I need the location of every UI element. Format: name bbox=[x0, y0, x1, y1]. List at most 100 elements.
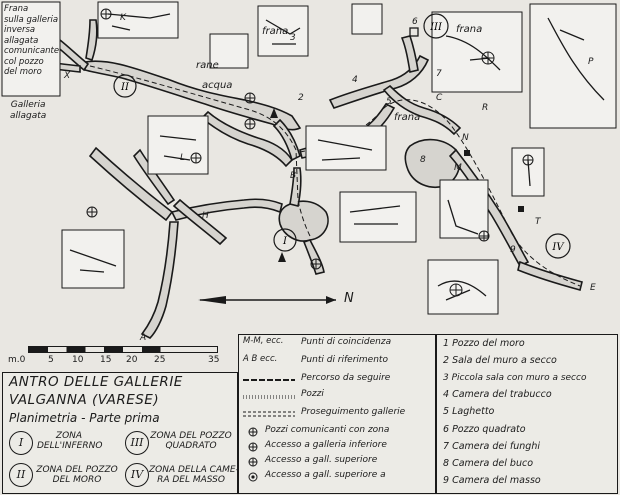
map-letter-n-map: N bbox=[462, 133, 469, 143]
map-letter-b: B bbox=[290, 171, 296, 181]
square-markers bbox=[270, 27, 524, 262]
place-name: Camera del buco bbox=[452, 458, 533, 469]
rane-label: rane bbox=[196, 60, 219, 71]
room-number-5: 5 bbox=[386, 97, 392, 107]
place-item-1: 1 Pozzo del moro bbox=[443, 338, 525, 350]
place-num: 2 bbox=[443, 355, 450, 366]
zone-marker-iv: IV bbox=[551, 242, 565, 253]
legend-symbol-coincidence: M-M, ecc. bbox=[243, 336, 284, 346]
zone-badge-i: I bbox=[9, 431, 33, 455]
scale-tick: 25 bbox=[154, 355, 166, 365]
zone-marker-i: I bbox=[282, 236, 288, 247]
acqua-label: acqua bbox=[202, 80, 233, 91]
zone-name-iv: ZONA DELLA CAME- RA DEL MASSO bbox=[149, 465, 239, 486]
place-name: Laghetto bbox=[452, 406, 495, 417]
route-to-follow bbox=[89, 65, 581, 287]
place-item-8: 8 Camera del buco bbox=[443, 458, 533, 470]
zone-name-line: DEL MORO bbox=[52, 475, 102, 486]
map-letter-m: M bbox=[454, 163, 462, 173]
zone-markers bbox=[113, 13, 571, 259]
frana-note-line: allagata bbox=[4, 35, 39, 46]
frana-label-1: frana bbox=[262, 26, 289, 37]
map-letter-k: K bbox=[120, 13, 127, 23]
zone-marker-iii: III bbox=[429, 22, 443, 33]
place-name: Camera dei funghi bbox=[452, 441, 540, 452]
place-name: Pozzo quadrato bbox=[452, 424, 526, 435]
galleria-allagata-line: Galleria bbox=[10, 100, 46, 110]
place-num: 5 bbox=[443, 406, 450, 417]
place-num: 8 bbox=[443, 458, 450, 469]
place-name: Camera del trabucco bbox=[452, 389, 552, 400]
scale-bar-segments bbox=[28, 346, 218, 353]
frana-note-line: Frana bbox=[4, 4, 29, 14]
place-item-5: 5 Laghetto bbox=[443, 406, 495, 418]
zone-name-line: ZONA DELLA CAME- bbox=[149, 465, 239, 475]
map-title-line-2: VALGANNA (VARESE) bbox=[9, 392, 160, 408]
room-number-8: 8 bbox=[420, 155, 426, 165]
legend-text-pozzi: Pozzi bbox=[301, 389, 324, 399]
place-name: Camera del masso bbox=[452, 475, 541, 486]
zone-marker-ii: II bbox=[120, 82, 130, 93]
place-num: 7 bbox=[443, 441, 450, 452]
frana-note-line: comunicante bbox=[4, 46, 60, 56]
place-name: Piccola sala con muro a secco bbox=[451, 373, 587, 383]
place-num: 3 bbox=[443, 373, 449, 383]
place-item-6: 6 Pozzo quadrato bbox=[443, 424, 526, 436]
scale-tick: 35 bbox=[208, 355, 220, 365]
room-number-2: 2 bbox=[298, 93, 304, 103]
place-num: 9 bbox=[443, 475, 450, 486]
zone-name-iii: ZONA DEL POZZO QUADRATO bbox=[149, 431, 233, 452]
place-item-2: 2 Sala del muro a secco bbox=[443, 355, 557, 367]
scale-tick: 5 bbox=[48, 355, 54, 365]
symbol-legend-box: M-M, ecc. Punti di coincidenza A B ecc. … bbox=[238, 334, 436, 494]
legend-symbol-reference: A B ecc. bbox=[243, 354, 278, 364]
legend-text-coincidence: Punti di coincidenza bbox=[301, 337, 392, 347]
place-num: 6 bbox=[443, 424, 450, 435]
legend-text-proseguimento: Proseguimento gallerie bbox=[301, 407, 406, 417]
zone-name-line: DELL'INFERNO bbox=[37, 441, 103, 452]
room-number-4: 4 bbox=[352, 75, 358, 85]
map-letter-e: E bbox=[590, 283, 596, 293]
zone-name-ii: ZONA DEL POZZO DEL MORO bbox=[35, 465, 119, 486]
place-item-4: 4 Camera del trabucco bbox=[443, 389, 552, 401]
legend-text-reference: Punti di riferimento bbox=[301, 355, 388, 365]
legend-text-accesso-superiore: Accesso a gall. superiore bbox=[265, 455, 378, 465]
zone-name-i: ZONA DELL'INFERNO bbox=[37, 431, 103, 452]
frana-note-line: inversa bbox=[4, 25, 36, 35]
map-title-line-1: ANTRO DELLE GALLERIE bbox=[9, 374, 183, 390]
legend-symbols bbox=[243, 379, 295, 482]
map-letter-h: H bbox=[202, 211, 209, 221]
room-number-7: 7 bbox=[436, 69, 442, 79]
map-letter-p: P bbox=[588, 57, 594, 67]
room-number-6: 6 bbox=[412, 17, 418, 27]
galleria-allagata-line: allagata bbox=[10, 111, 47, 121]
north-arrow bbox=[198, 296, 336, 304]
place-num: 1 bbox=[443, 338, 450, 349]
frana-label-3: frana bbox=[394, 112, 421, 123]
room-number-9: 9 bbox=[510, 245, 516, 255]
legend-text-accesso-superiore-a: Accesso a gall. superiore a bbox=[265, 470, 386, 480]
frana-note-line: sulla galleria bbox=[4, 14, 59, 25]
place-name: Pozzo del moro bbox=[452, 338, 525, 349]
places-legend-box: 1 Pozzo del moro 2 Sala del muro a secco… bbox=[436, 334, 618, 494]
place-item-7: 7 Camera dei funghi bbox=[443, 441, 540, 453]
map-letters: A B C E H K L M P R T X N bbox=[63, 13, 596, 343]
frana-note-line: del moro bbox=[4, 67, 42, 77]
zone-marker-labels: II I III IV bbox=[120, 22, 565, 253]
scale-tick: 20 bbox=[126, 355, 138, 365]
access-markers bbox=[86, 8, 534, 297]
map-subtitle: Planimetria - Parte prima bbox=[9, 411, 160, 425]
zone-name-line: ZONA DEL POZZO bbox=[150, 431, 232, 441]
room-number-3: 3 bbox=[290, 33, 296, 43]
frana-label-2: frana bbox=[456, 24, 483, 35]
place-num: 4 bbox=[443, 389, 450, 400]
zone-name-line: ZONA DEL POZZO bbox=[36, 465, 118, 475]
zone-badge-iv: IV bbox=[125, 463, 149, 487]
zone-name-line: ZONA bbox=[55, 431, 83, 441]
zone-badge-ii: II bbox=[9, 463, 33, 487]
map-letter-r: R bbox=[482, 103, 488, 113]
map-letter-a: A bbox=[139, 333, 146, 343]
legend-text-route: Percorso da seguire bbox=[301, 373, 391, 383]
room-numbers: 2 3 4 5 6 7 8 9 bbox=[290, 17, 516, 255]
